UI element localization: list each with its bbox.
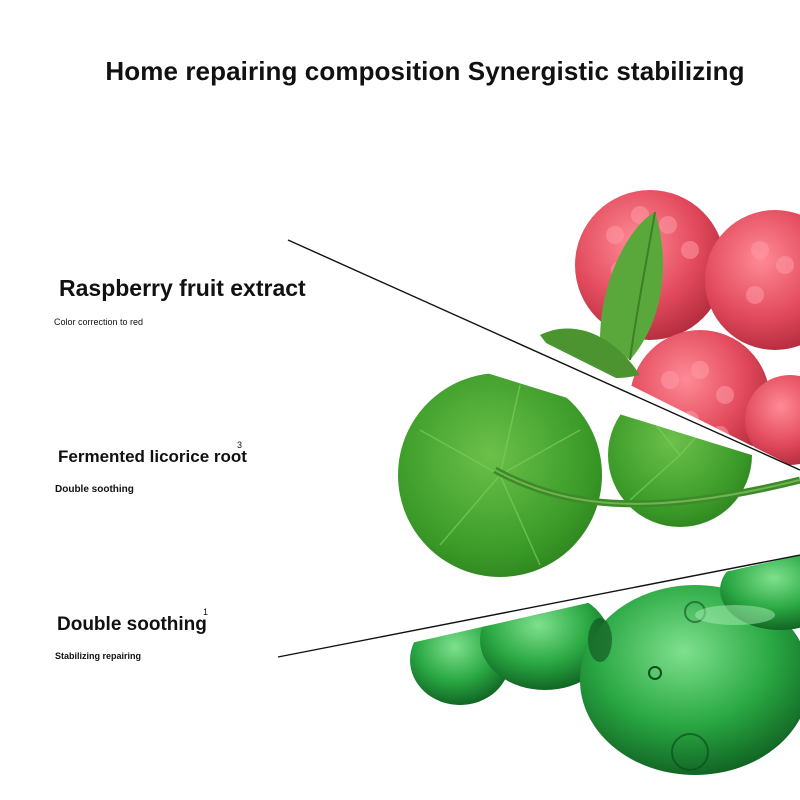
- page-title: Home repairing composition Synergistic s…: [105, 56, 745, 86]
- section-sub-licorice: Double soothing: [55, 484, 134, 495]
- section-sub-soothing: Stabilizing repairing: [55, 651, 142, 661]
- section-heading-raspberry: Raspberry fruit extract: [59, 275, 306, 301]
- section-sub-raspberry: Color correction to red: [54, 317, 144, 327]
- section-heading-licorice: Fermented licorice root: [58, 447, 247, 466]
- green-gel-bubbles-image: [380, 555, 800, 800]
- section-marker-licorice: 3: [237, 440, 243, 450]
- divider-line-top: [287, 239, 800, 471]
- section-heading-soothing: Double soothing: [57, 614, 207, 635]
- section-marker-soothing: 1: [203, 607, 209, 617]
- divider-line-bottom: [277, 554, 800, 658]
